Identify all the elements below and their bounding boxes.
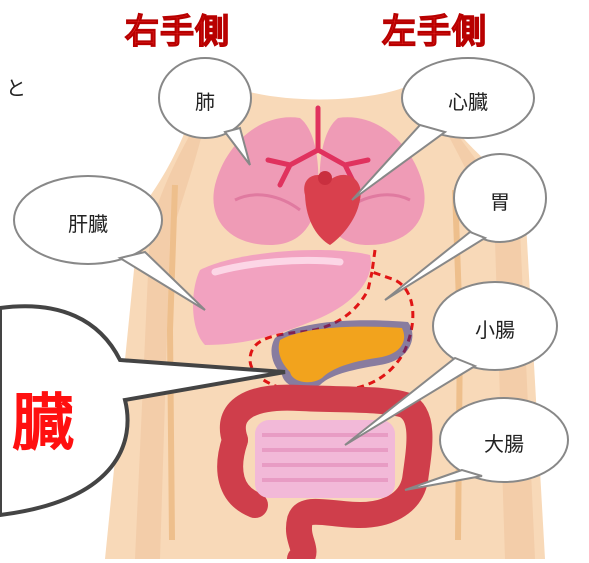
small-intestine [255, 420, 395, 498]
label-left-side: 左手側 [382, 4, 487, 53]
label-small-intestine: 小腸 [455, 314, 535, 343]
label-heart: 心臓 [428, 86, 508, 115]
label-liver: 肝臓 [48, 208, 128, 237]
label-stomach: 胃 [484, 186, 516, 215]
fragment-text: と [6, 72, 26, 101]
label-right-side: 右手側 [125, 4, 230, 53]
label-large-intestine: 大腸 [464, 428, 544, 457]
heart-vessel [318, 171, 332, 185]
highlight-text: 臓 [12, 372, 74, 462]
label-lungs: 肺 [189, 86, 221, 115]
